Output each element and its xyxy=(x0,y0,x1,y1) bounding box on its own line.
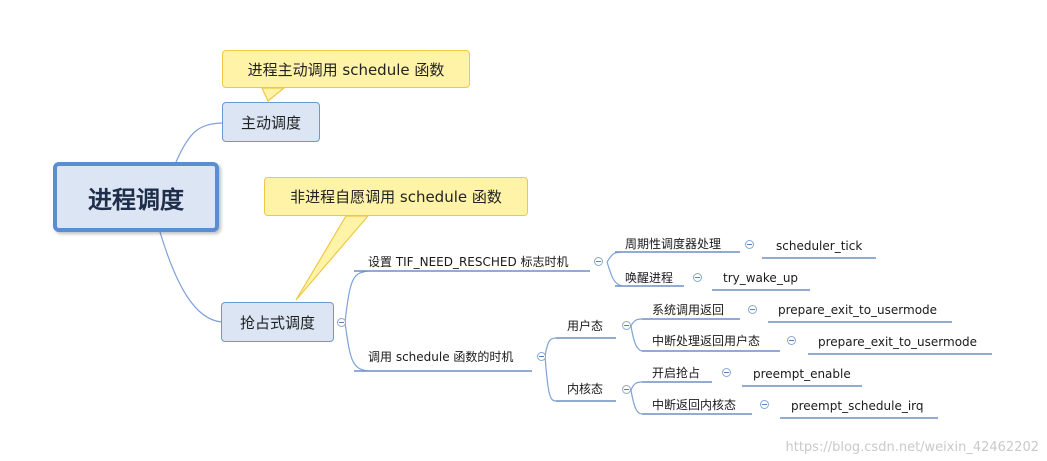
callout-preempt-text: 非进程自愿调用 schedule 函数 xyxy=(290,188,502,206)
connector-user-syscall xyxy=(630,318,643,327)
item-periodic-scheduler[interactable]: 周期性调度器处理 xyxy=(625,237,722,251)
connector-kernel-enable xyxy=(630,381,643,391)
collapse-toggle-kernel[interactable] xyxy=(622,385,631,394)
connector-calltiming-kernel xyxy=(544,355,557,402)
topic-active-scheduling[interactable]: 主动调度 xyxy=(222,102,320,142)
collapse-toggle-wake[interactable] xyxy=(693,273,702,282)
item-syscall-return[interactable]: 系统调用返回 xyxy=(652,303,725,317)
callout-preempt: 非进程自愿调用 schedule 函数 xyxy=(264,177,528,216)
item-irq-return-kernel[interactable]: 中断返回内核态 xyxy=(652,398,737,412)
func-prepare-exit-irq[interactable]: prepare_exit_to_usermode xyxy=(818,335,978,349)
watermark: https://blog.csdn.net/weixin_42462202 xyxy=(785,440,1039,455)
func-preempt-enable[interactable]: preempt_enable xyxy=(753,367,851,381)
collapse-toggle-irq-kernel[interactable] xyxy=(760,400,769,409)
collapse-toggle-enable[interactable] xyxy=(722,368,731,377)
callout-pointer-active xyxy=(261,87,286,102)
func-scheduler-tick[interactable]: scheduler_tick xyxy=(776,239,863,253)
subtopic-user-mode[interactable]: 用户态 xyxy=(567,319,604,333)
collapse-toggle-syscall[interactable] xyxy=(748,305,757,314)
root-node[interactable]: 进程调度 xyxy=(53,162,219,232)
collapse-toggle-user[interactable] xyxy=(622,321,631,330)
connector-preempt-calltiming xyxy=(344,321,369,372)
item-irq-return-user[interactable]: 中断处理返回用户态 xyxy=(652,334,761,348)
connector-user-irq xyxy=(630,325,643,352)
subtopic-call-timing[interactable]: 调用 schedule 函数的时机 xyxy=(368,350,514,364)
subtopic-kernel-mode[interactable]: 内核态 xyxy=(567,382,604,396)
func-try-wake-up[interactable]: try_wake_up xyxy=(723,271,799,285)
collapse-toggle-tick[interactable] xyxy=(745,240,754,249)
topic-preemptive-scheduling[interactable]: 抢占式调度 xyxy=(221,302,334,342)
connector-setflag-wake xyxy=(606,261,623,287)
connector-setflag-tick xyxy=(606,251,623,263)
callout-active: 进程主动调用 schedule 函数 xyxy=(222,50,470,88)
connector-root-active xyxy=(175,122,223,163)
item-wake-process[interactable]: 唤醒进程 xyxy=(625,271,674,285)
connector-preempt-setflag xyxy=(344,270,369,323)
func-prepare-exit-syscall[interactable]: prepare_exit_to_usermode xyxy=(778,303,938,317)
connector-kernel-irq xyxy=(630,389,643,415)
connector-root-preempt xyxy=(159,231,223,323)
connector-calltiming-user xyxy=(544,337,557,357)
topic-active-label: 主动调度 xyxy=(240,113,301,132)
func-preempt-schedule-irq[interactable]: preempt_schedule_irq xyxy=(791,399,924,413)
root-label: 进程调度 xyxy=(88,185,184,214)
callout-pointer-preempt xyxy=(295,215,370,301)
collapse-toggle-call-timing[interactable] xyxy=(537,352,546,361)
collapse-toggle-set-flag[interactable] xyxy=(594,257,603,266)
callout-active-text: 进程主动调用 schedule 函数 xyxy=(247,60,445,79)
subtopic-set-flag[interactable]: 设置 TIF_NEED_RESCHED 标志时机 xyxy=(368,255,569,269)
item-enable-preempt[interactable]: 开启抢占 xyxy=(652,366,701,380)
collapse-toggle-preempt[interactable] xyxy=(337,318,346,327)
collapse-toggle-irq-user[interactable] xyxy=(787,336,796,345)
topic-preempt-label: 抢占式调度 xyxy=(239,313,315,332)
